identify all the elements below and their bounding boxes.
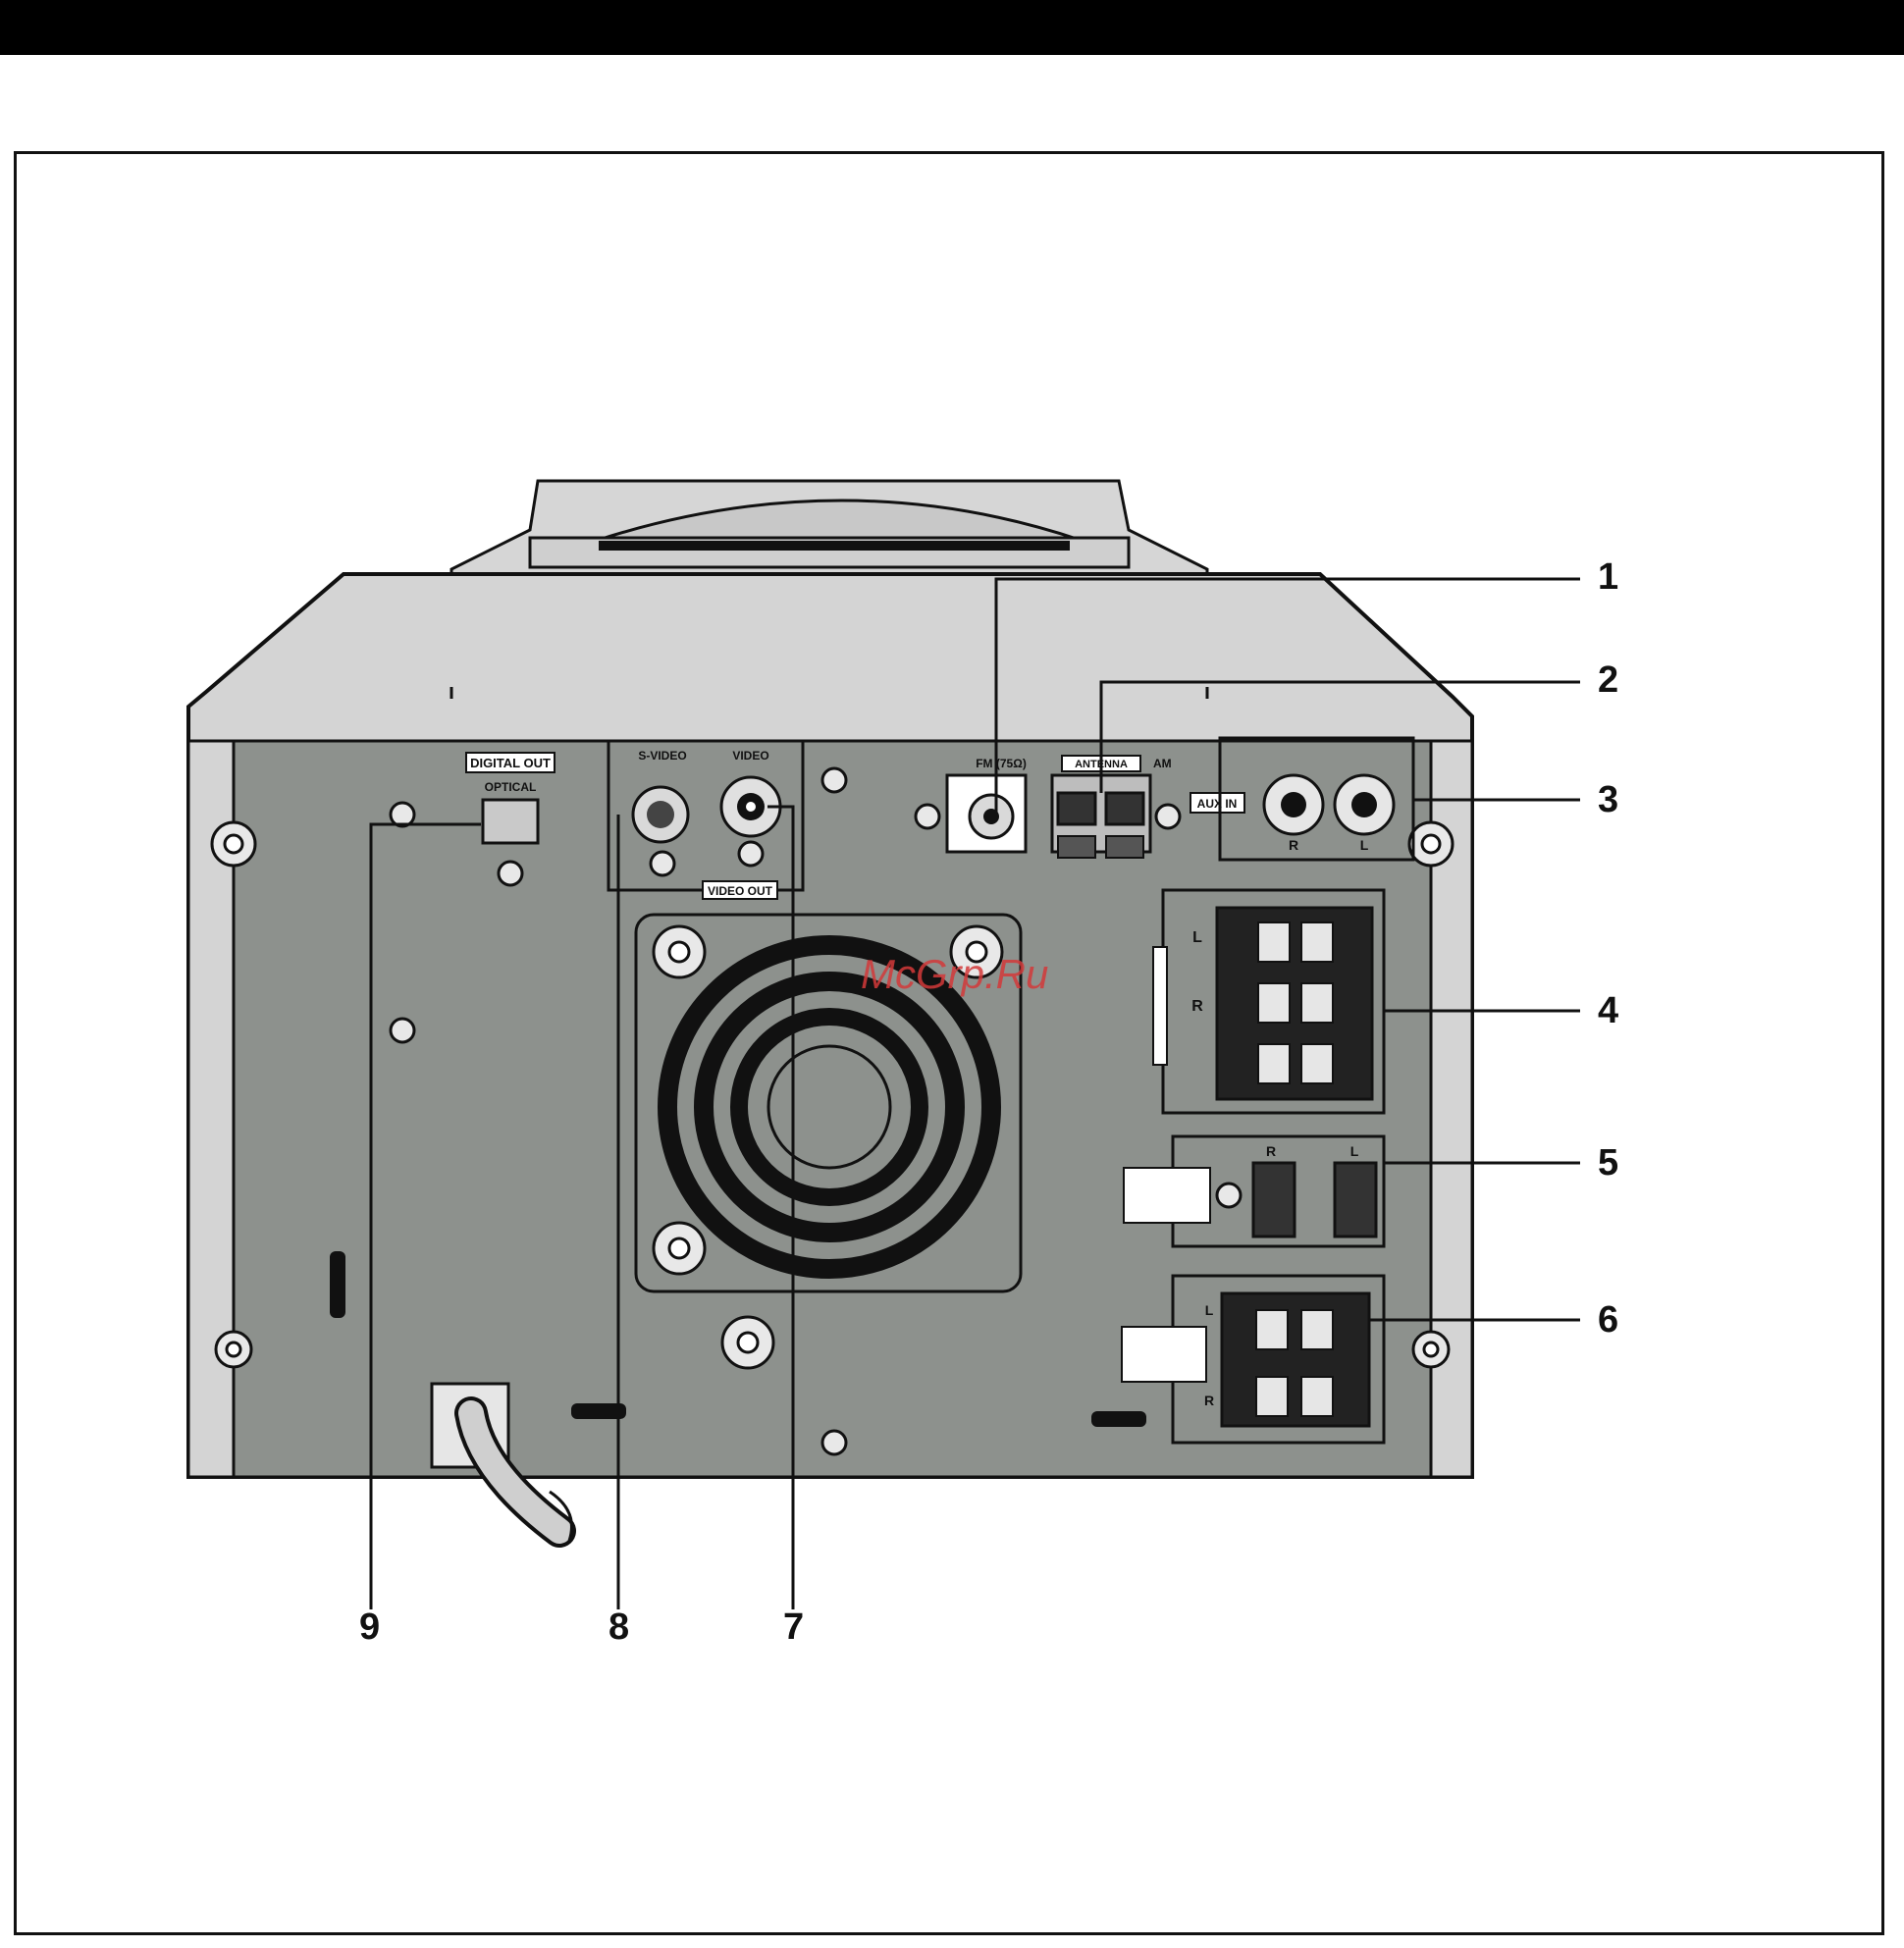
s-video-label: S-VIDEO <box>638 749 686 763</box>
am-antenna-clip-1[interactable] <box>1058 793 1095 824</box>
optical-label: OPTICAL <box>485 780 537 794</box>
woofer-l-label: L <box>1350 1143 1359 1159</box>
woofer-r-label: R <box>1266 1143 1276 1159</box>
watermark-text: McGrp.Ru <box>861 951 1048 997</box>
callout-8: 8 <box>608 1606 629 1648</box>
fm-label: FM (75Ω) <box>976 757 1027 770</box>
front-r-label: R <box>1204 1393 1214 1408</box>
callout-7: 7 <box>783 1606 804 1648</box>
surround-r-label: R <box>1191 998 1203 1015</box>
woofer-r-terminal[interactable] <box>1253 1163 1295 1237</box>
callout-9: 9 <box>359 1606 380 1648</box>
am-antenna-clip-2[interactable] <box>1106 793 1143 824</box>
woofer-l-terminal[interactable] <box>1335 1163 1376 1237</box>
video-out-label: VIDEO OUT <box>708 884 773 898</box>
callout-4: 4 <box>1598 990 1618 1031</box>
optical-port[interactable] <box>483 800 538 843</box>
callout-3: 3 <box>1598 779 1618 820</box>
aux-l-label: L <box>1360 837 1369 853</box>
callout-2: 2 <box>1598 659 1618 701</box>
callout-1: 1 <box>1598 556 1618 598</box>
front-l-label: L <box>1205 1302 1214 1318</box>
digital-out-label: DIGITAL OUT <box>470 756 551 770</box>
callout-6: 6 <box>1598 1299 1618 1341</box>
surround-l-label: L <box>1192 929 1202 946</box>
callout-5: 5 <box>1598 1142 1618 1184</box>
aux-in-label: AUX IN <box>1197 797 1238 811</box>
video-label: VIDEO <box>732 749 768 763</box>
aux-r-label: R <box>1289 837 1298 853</box>
am-label: AM <box>1153 757 1172 770</box>
